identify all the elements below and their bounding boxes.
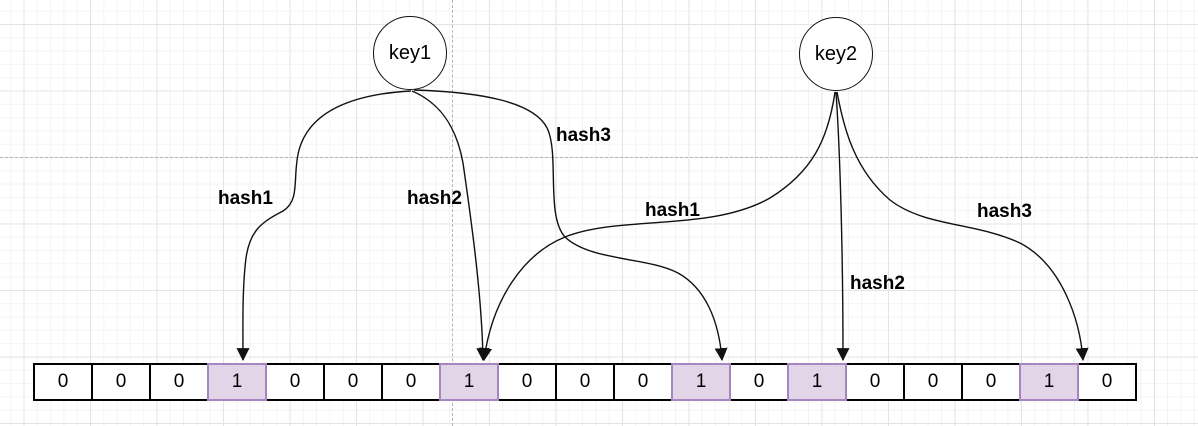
- bit-cell-14: 0: [845, 363, 905, 401]
- arrow-key2-hash2: [835, 91, 850, 362]
- hash-label-key1-hash3: hash3: [556, 125, 611, 146]
- arrow-key1-hash1: [236, 90, 412, 362]
- bit-cell-15: 0: [903, 363, 963, 401]
- key1-node: key1: [373, 16, 447, 90]
- key2-node: key2: [799, 17, 873, 91]
- bit-cell-5: 0: [323, 363, 383, 401]
- bit-cell-18: 0: [1077, 363, 1137, 401]
- bit-cell-1: 0: [91, 363, 151, 401]
- bit-cell-12: 0: [729, 363, 789, 401]
- hash-label-key2-hash1: hash1: [645, 200, 700, 221]
- hash-label-key2-hash3: hash3: [977, 201, 1032, 222]
- page-divider-vertical: [452, 0, 453, 426]
- bit-cell-2: 0: [149, 363, 209, 401]
- key2-label: key2: [814, 42, 858, 65]
- arrow-key1-hash2: [411, 90, 490, 362]
- bit-cell-8: 0: [497, 363, 557, 401]
- bit-cell-10: 0: [613, 363, 673, 401]
- hash-label-key1-hash1: hash1: [218, 188, 273, 209]
- key1-label: key1: [388, 41, 432, 64]
- bit-cell-16: 0: [961, 363, 1021, 401]
- bit-cell-7: 1: [439, 363, 499, 401]
- page-divider-horizontal: [0, 157, 1198, 158]
- bit-cell-11: 1: [671, 363, 731, 401]
- hash-label-key1-hash2: hash2: [407, 188, 462, 209]
- bit-cell-0: 0: [33, 363, 93, 401]
- hash-label-key2-hash2: hash2: [850, 273, 905, 294]
- bit-cell-3: 1: [207, 363, 267, 401]
- arrow-key2-hash1: [479, 91, 836, 362]
- bit-cell-6: 0: [381, 363, 441, 401]
- bit-cell-17: 1: [1019, 363, 1079, 401]
- arrow-key2-hash3: [836, 91, 1089, 362]
- bit-cell-13: 1: [787, 363, 847, 401]
- bit-cell-9: 0: [555, 363, 615, 401]
- bit-cell-4: 0: [265, 363, 325, 401]
